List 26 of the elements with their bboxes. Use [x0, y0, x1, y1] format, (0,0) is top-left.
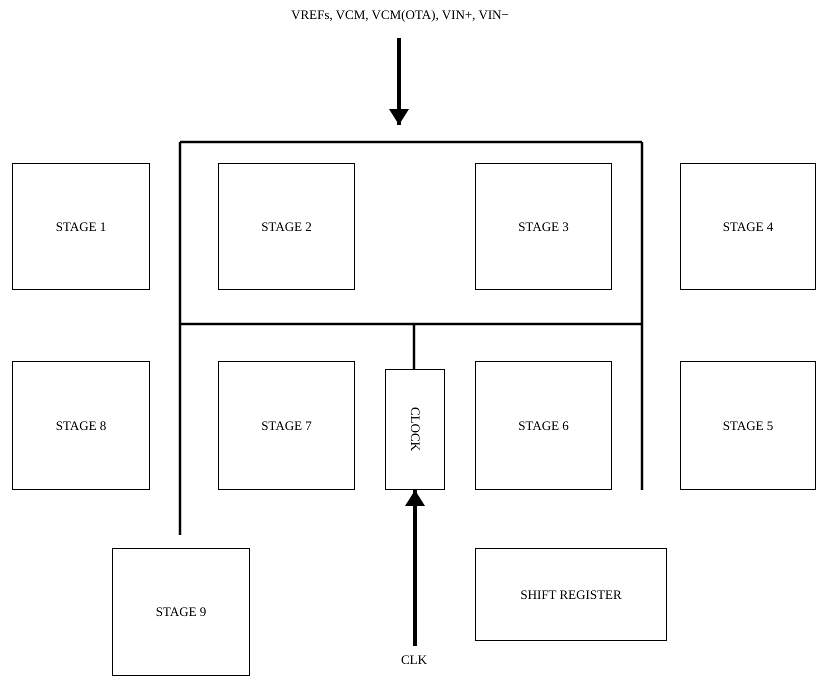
arrow	[405, 490, 425, 646]
stage-block	[475, 548, 667, 641]
stage-block	[680, 163, 816, 290]
block-label: STAGE 5	[722, 418, 774, 434]
block-label: STAGE 6	[518, 418, 569, 434]
block-label: STAGE 2	[261, 218, 312, 234]
stage-block	[112, 548, 250, 676]
stage-block	[475, 163, 612, 290]
block-label: STAGE 4	[722, 218, 774, 234]
block-label: STAGE 1	[56, 218, 106, 234]
signal-label: VREFs, VCM, VCM(OTA), VIN+, VIN−	[291, 7, 509, 23]
stage-block	[218, 163, 355, 290]
block-label: SHIFT REGISTER	[520, 586, 622, 602]
stage-block	[218, 361, 355, 490]
block-label: CLOCK	[407, 407, 423, 452]
block-label: STAGE 9	[156, 604, 206, 620]
block-label: STAGE 8	[56, 418, 106, 434]
block-label: STAGE 3	[518, 218, 569, 234]
signal-label: CLK	[401, 652, 427, 668]
stage-block	[475, 361, 612, 490]
stage-block	[12, 163, 150, 290]
stage-block	[680, 361, 816, 490]
clock-block	[385, 369, 445, 490]
block-label: STAGE 7	[261, 418, 312, 434]
arrow	[389, 38, 409, 125]
stage-block	[12, 361, 150, 490]
